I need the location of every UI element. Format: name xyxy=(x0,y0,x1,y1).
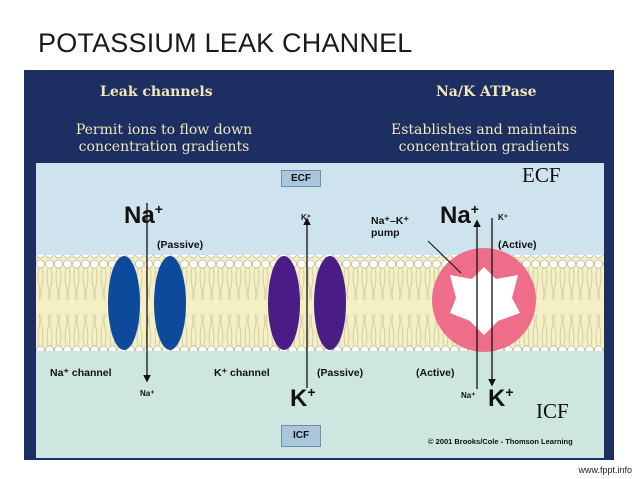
ecf-box-label: ECF xyxy=(281,170,321,187)
k-channel-right-subunit xyxy=(314,256,346,350)
na-channel-left-subunit xyxy=(108,256,140,350)
slide-title: POTASSIUM LEAK CHANNEL xyxy=(38,28,413,58)
k-ion-bottom-symbol: K xyxy=(290,385,308,412)
na-ion-bottom: Na⁺ xyxy=(140,389,155,398)
ecf-side-label: ECF xyxy=(522,163,561,187)
icf-side-label: ICF xyxy=(536,399,569,423)
k-channel-mode: (Passive) xyxy=(317,367,364,379)
na-k-atpase-heading: Na/K ATPase xyxy=(436,84,537,100)
atpase-desc-line2: concentration gradients xyxy=(398,139,570,155)
leak-channels-description: Permit ions to flow down concentration g… xyxy=(64,122,264,156)
na-k-pump-cavity xyxy=(450,267,520,335)
pump-k-bottom: K+ xyxy=(488,384,514,413)
pump-k-bottom-charge: + xyxy=(505,384,514,400)
pump-label-line1: Na⁺–K⁺ xyxy=(371,215,409,227)
pump-label-line2: pump xyxy=(371,227,400,239)
pump-na-top-charge: + xyxy=(470,201,479,217)
membrane-drawing xyxy=(36,163,604,458)
membrane-figure: ECF ICF ECF ICF Na+ (Passive) Na⁺ channe… xyxy=(36,163,604,458)
k-channel-label: K⁺ channel xyxy=(214,367,270,379)
na-channel-right-subunit xyxy=(154,256,186,350)
na-channel-mode: (Passive) xyxy=(157,239,204,251)
na-channel-label: Na⁺ channel xyxy=(50,367,112,379)
icf-box-label: ICF xyxy=(281,425,321,447)
na-ion-top-charge: + xyxy=(154,201,163,217)
pump-mode-bottom: (Active) xyxy=(416,367,455,379)
pump-k-top: K⁺ xyxy=(498,213,508,222)
pump-label: Na⁺–K⁺ pump xyxy=(371,215,409,239)
pump-na-top-symbol: Na xyxy=(440,202,471,229)
copyright-note: © 2001 Brooks/Cole - Thomson Learning xyxy=(428,437,573,446)
na-ion-top-symbol: Na xyxy=(124,202,155,229)
k-ion-bottom: K+ xyxy=(290,384,316,413)
watermark: www.fppt.info xyxy=(578,465,632,475)
k-channel-left-subunit xyxy=(268,256,300,350)
pump-label-pointer xyxy=(427,240,462,274)
leak-channels-heading: Leak channels xyxy=(100,84,213,100)
leak-desc-line1: Permit ions to flow down xyxy=(75,122,253,138)
pump-na-top: Na+ xyxy=(440,201,479,230)
pump-k-bottom-symbol: K xyxy=(488,385,506,412)
pump-na-bottom: Na⁺ xyxy=(461,391,476,400)
pump-mode-top: (Active) xyxy=(498,239,537,251)
leak-desc-line2: concentration gradients xyxy=(78,139,250,155)
k-ion-bottom-charge: + xyxy=(307,384,316,400)
atpase-desc-line1: Establishes and maintains xyxy=(391,122,577,138)
atpase-description: Establishes and maintains concentration … xyxy=(369,122,599,156)
k-ion-top: K⁺ xyxy=(301,213,311,222)
na-ion-top: Na+ xyxy=(124,201,163,230)
